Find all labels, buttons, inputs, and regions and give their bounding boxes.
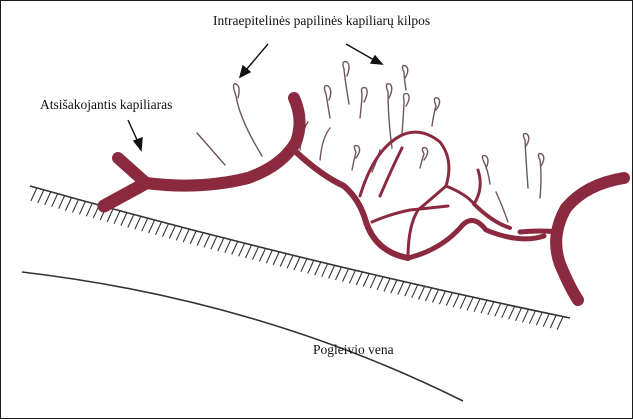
hatch-mark [481, 300, 487, 313]
hatch-mark [204, 234, 210, 247]
hatch-mark [384, 278, 390, 291]
hatch-mark [266, 250, 272, 263]
hatch-mark [218, 238, 224, 251]
hatch-mark [467, 297, 473, 310]
hatch-mark [433, 290, 439, 303]
submucosal-vein-label: Pogleivio vena [313, 343, 394, 357]
hatch-mark [363, 274, 369, 287]
hatch-mark [52, 194, 58, 207]
hatch-mark [280, 254, 286, 267]
hatch-mark [315, 262, 321, 275]
hatch-mark [190, 231, 196, 244]
hatch-mark [149, 220, 155, 233]
hatch-mark [59, 196, 65, 209]
hatch-mark [273, 252, 279, 265]
hatch-mark [336, 267, 342, 280]
hatch-mark [156, 222, 162, 235]
loops-label: Intraepitelinės papilinės kapiliarų kilp… [213, 14, 430, 28]
hatch-mark [343, 269, 349, 282]
hatch-mark [523, 309, 529, 322]
hatch-mark [86, 203, 92, 216]
hatch-mark [543, 314, 549, 327]
hatch-mark [225, 240, 231, 253]
hatch-mark [391, 280, 397, 293]
hatch-mark [509, 306, 515, 319]
hatch-mark [460, 296, 466, 309]
hatch-mark [308, 260, 314, 273]
hatch-mark [488, 302, 494, 315]
hatch-mark [253, 247, 259, 260]
hatch-mark [370, 275, 376, 288]
submucosal-vein-line [22, 272, 463, 401]
hatch-mark [322, 264, 328, 277]
hatch-mark [176, 227, 182, 240]
hatch-mark [474, 299, 480, 312]
branching-capillary-network [104, 98, 624, 300]
hatch-mark [183, 229, 189, 242]
arrow-to-branch [128, 120, 138, 142]
hatch-mark [287, 255, 293, 268]
hatch-mark [502, 305, 508, 318]
hatch-mark [557, 317, 563, 330]
branching-capillary-label: Atsišakojantis kapiliaras [40, 98, 172, 112]
hatch-mark [45, 192, 51, 205]
hatch-mark [211, 236, 217, 249]
arrowhead [134, 138, 142, 150]
hatch-mark [232, 242, 238, 255]
hatch-mark [38, 190, 44, 203]
hatch-mark [356, 272, 362, 285]
hatch-mark [529, 311, 535, 324]
hatch-mark [453, 294, 459, 307]
hatch-mark [197, 233, 203, 246]
hatch-mark [536, 312, 542, 325]
hatch-mark [142, 218, 148, 231]
hatch-mark [349, 270, 355, 283]
hatch-mark [439, 291, 445, 304]
hatch-mark [163, 224, 169, 237]
arrow-to-loop-right [346, 44, 374, 60]
hatch-mark [294, 257, 300, 270]
hatch-mark [405, 283, 411, 296]
hatch-mark [135, 216, 141, 229]
arrow-to-loop-left [246, 44, 268, 70]
hatch-mark [121, 213, 127, 226]
hatch-mark [516, 308, 522, 321]
hatch-mark [239, 243, 245, 256]
hatch-mark [495, 303, 501, 316]
hatch-mark [114, 211, 120, 224]
hatch-mark [446, 293, 452, 306]
hatch-mark [128, 215, 134, 228]
hatch-mark [398, 282, 404, 295]
hatch-mark [169, 226, 175, 239]
hatch-mark [550, 315, 556, 328]
hatch-mark [246, 245, 252, 258]
arrowhead [371, 56, 382, 64]
hatch-mark [31, 188, 37, 201]
hatch-mark [329, 265, 335, 278]
hatch-mark [412, 285, 418, 298]
hatch-mark [426, 288, 432, 301]
hatch-mark [301, 259, 307, 272]
hatch-mark [66, 198, 72, 211]
hatch-mark [377, 277, 383, 290]
hatch-mark [79, 201, 85, 214]
hatch-mark [259, 249, 265, 262]
hatch-mark [419, 286, 425, 299]
capillary-loops [197, 62, 544, 222]
hatch-mark [73, 200, 79, 213]
